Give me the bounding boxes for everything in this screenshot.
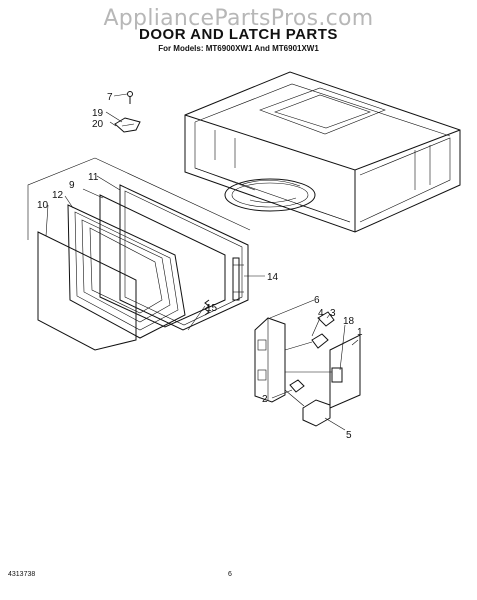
callout-4: 4 (318, 308, 324, 319)
cavity-assembly (184, 71, 461, 233)
callout-labels: 7 19 20 11 9 12 10 14 15 6 4 3 18 1 2 5 (37, 92, 363, 441)
callout-5: 5 (346, 430, 352, 441)
diagram-subtitle: For Models: MT6900XW1 And MT6901XW1 (158, 44, 319, 53)
callout-2: 2 (262, 394, 268, 405)
callout-19: 19 (92, 108, 104, 119)
hinge-parts (114, 91, 141, 133)
door-assembly (27, 157, 251, 351)
page-number: 6 (228, 571, 232, 578)
callout-12: 12 (52, 190, 64, 201)
callout-10: 10 (37, 200, 49, 211)
callout-14: 14 (267, 272, 279, 283)
callout-18: 18 (343, 316, 355, 327)
callout-7: 7 (107, 92, 113, 103)
callout-3: 3 (330, 308, 336, 319)
document-number: 4313738 (8, 571, 36, 578)
diagram-title: DOOR AND LATCH PARTS (139, 26, 338, 43)
callout-1: 1 (357, 327, 363, 338)
leader-lines (45, 93, 359, 431)
callout-15: 15 (206, 303, 218, 314)
latch-assembly (254, 311, 361, 427)
callout-9: 9 (69, 180, 75, 191)
watermark: AppliancePartsPros.com (103, 6, 374, 31)
callout-11: 11 (88, 172, 99, 183)
callout-20: 20 (92, 119, 104, 130)
callout-6: 6 (314, 295, 320, 306)
